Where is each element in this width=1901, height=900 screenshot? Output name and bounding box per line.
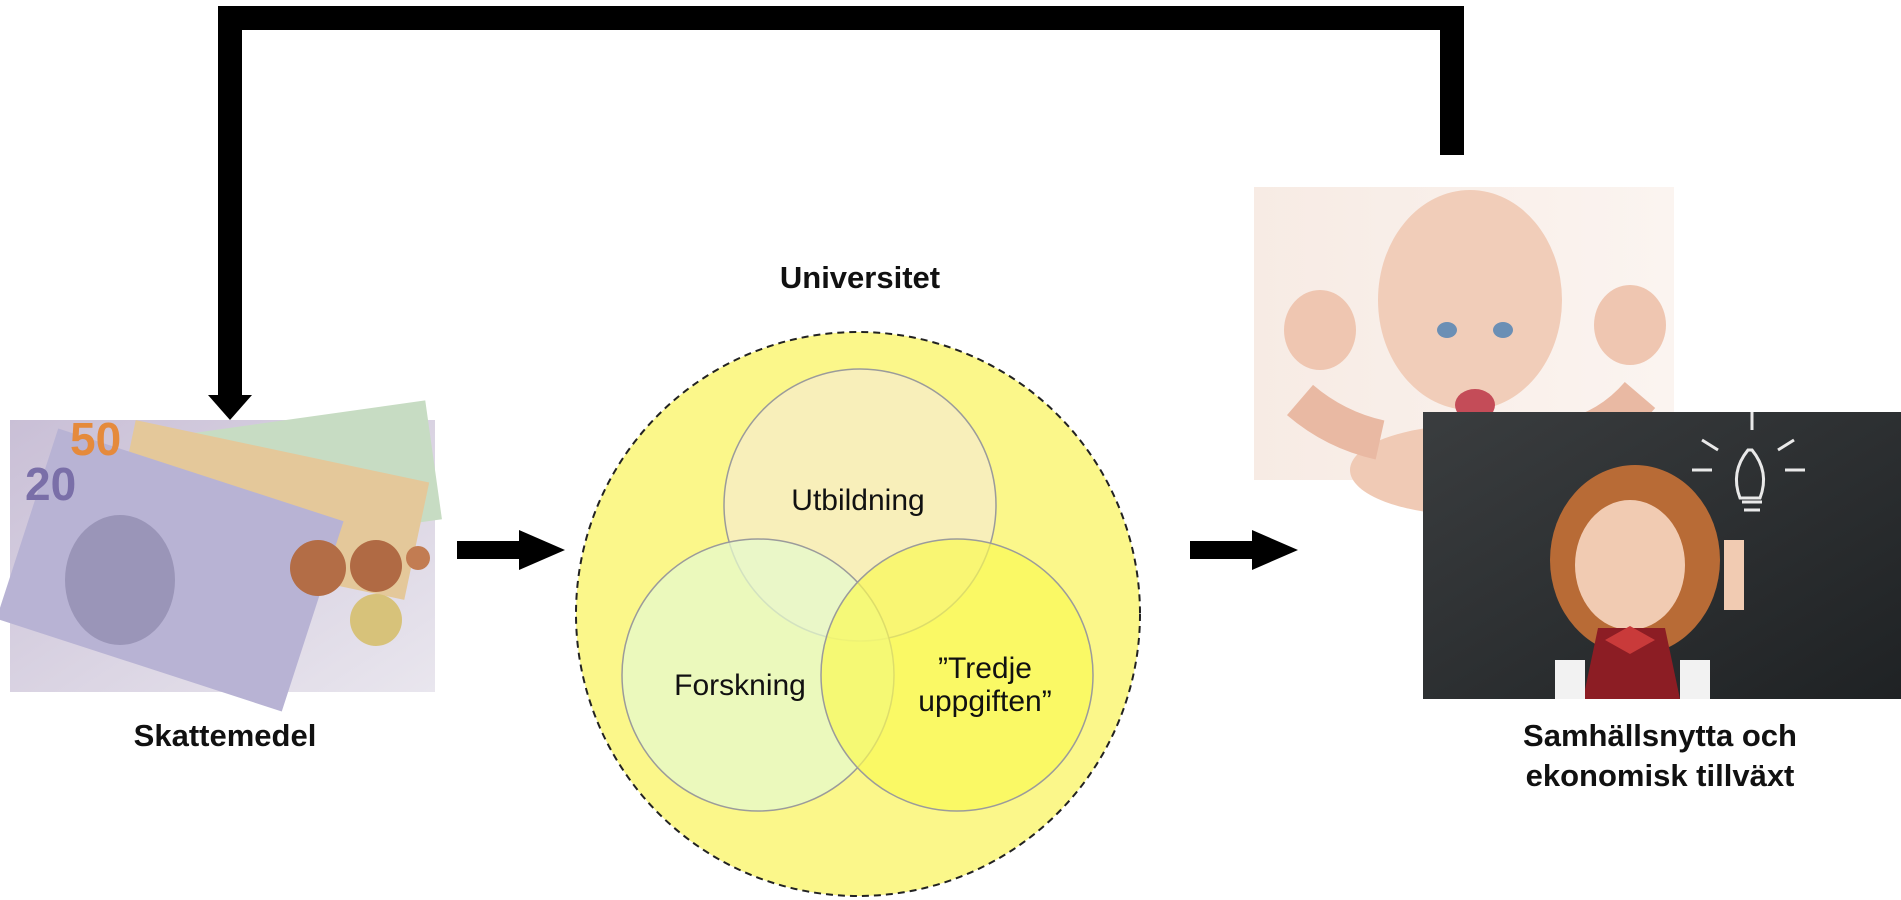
venn-label-tredje-line1: ”Tredje — [938, 652, 1032, 685]
child-image — [1423, 412, 1901, 699]
input-label: Skattemedel — [133, 718, 317, 753]
input-arrow — [457, 530, 565, 570]
venn-circle-tredje-uppgiften — [820, 538, 1094, 812]
output-arrow — [1190, 530, 1298, 570]
output-label-line1: Samhällsnytta och — [1523, 718, 1797, 753]
svg-text:20: 20 — [25, 458, 76, 510]
venn-label-tredje-line2: uppgiften” — [918, 685, 1051, 718]
output-label-line2: ekonomisk tillväxt — [1525, 758, 1795, 793]
feedback-arrow — [208, 6, 1464, 420]
money-image: 20 50 — [0, 400, 442, 712]
venn-label-utbildning: Utbildning — [791, 484, 924, 517]
venn-label-forskning: Forskning — [674, 669, 806, 702]
svg-text:50: 50 — [70, 413, 121, 465]
university-title: Universitet — [779, 260, 941, 295]
output-label: Samhällsnytta och ekonomisk tillväxt — [1430, 716, 1890, 796]
